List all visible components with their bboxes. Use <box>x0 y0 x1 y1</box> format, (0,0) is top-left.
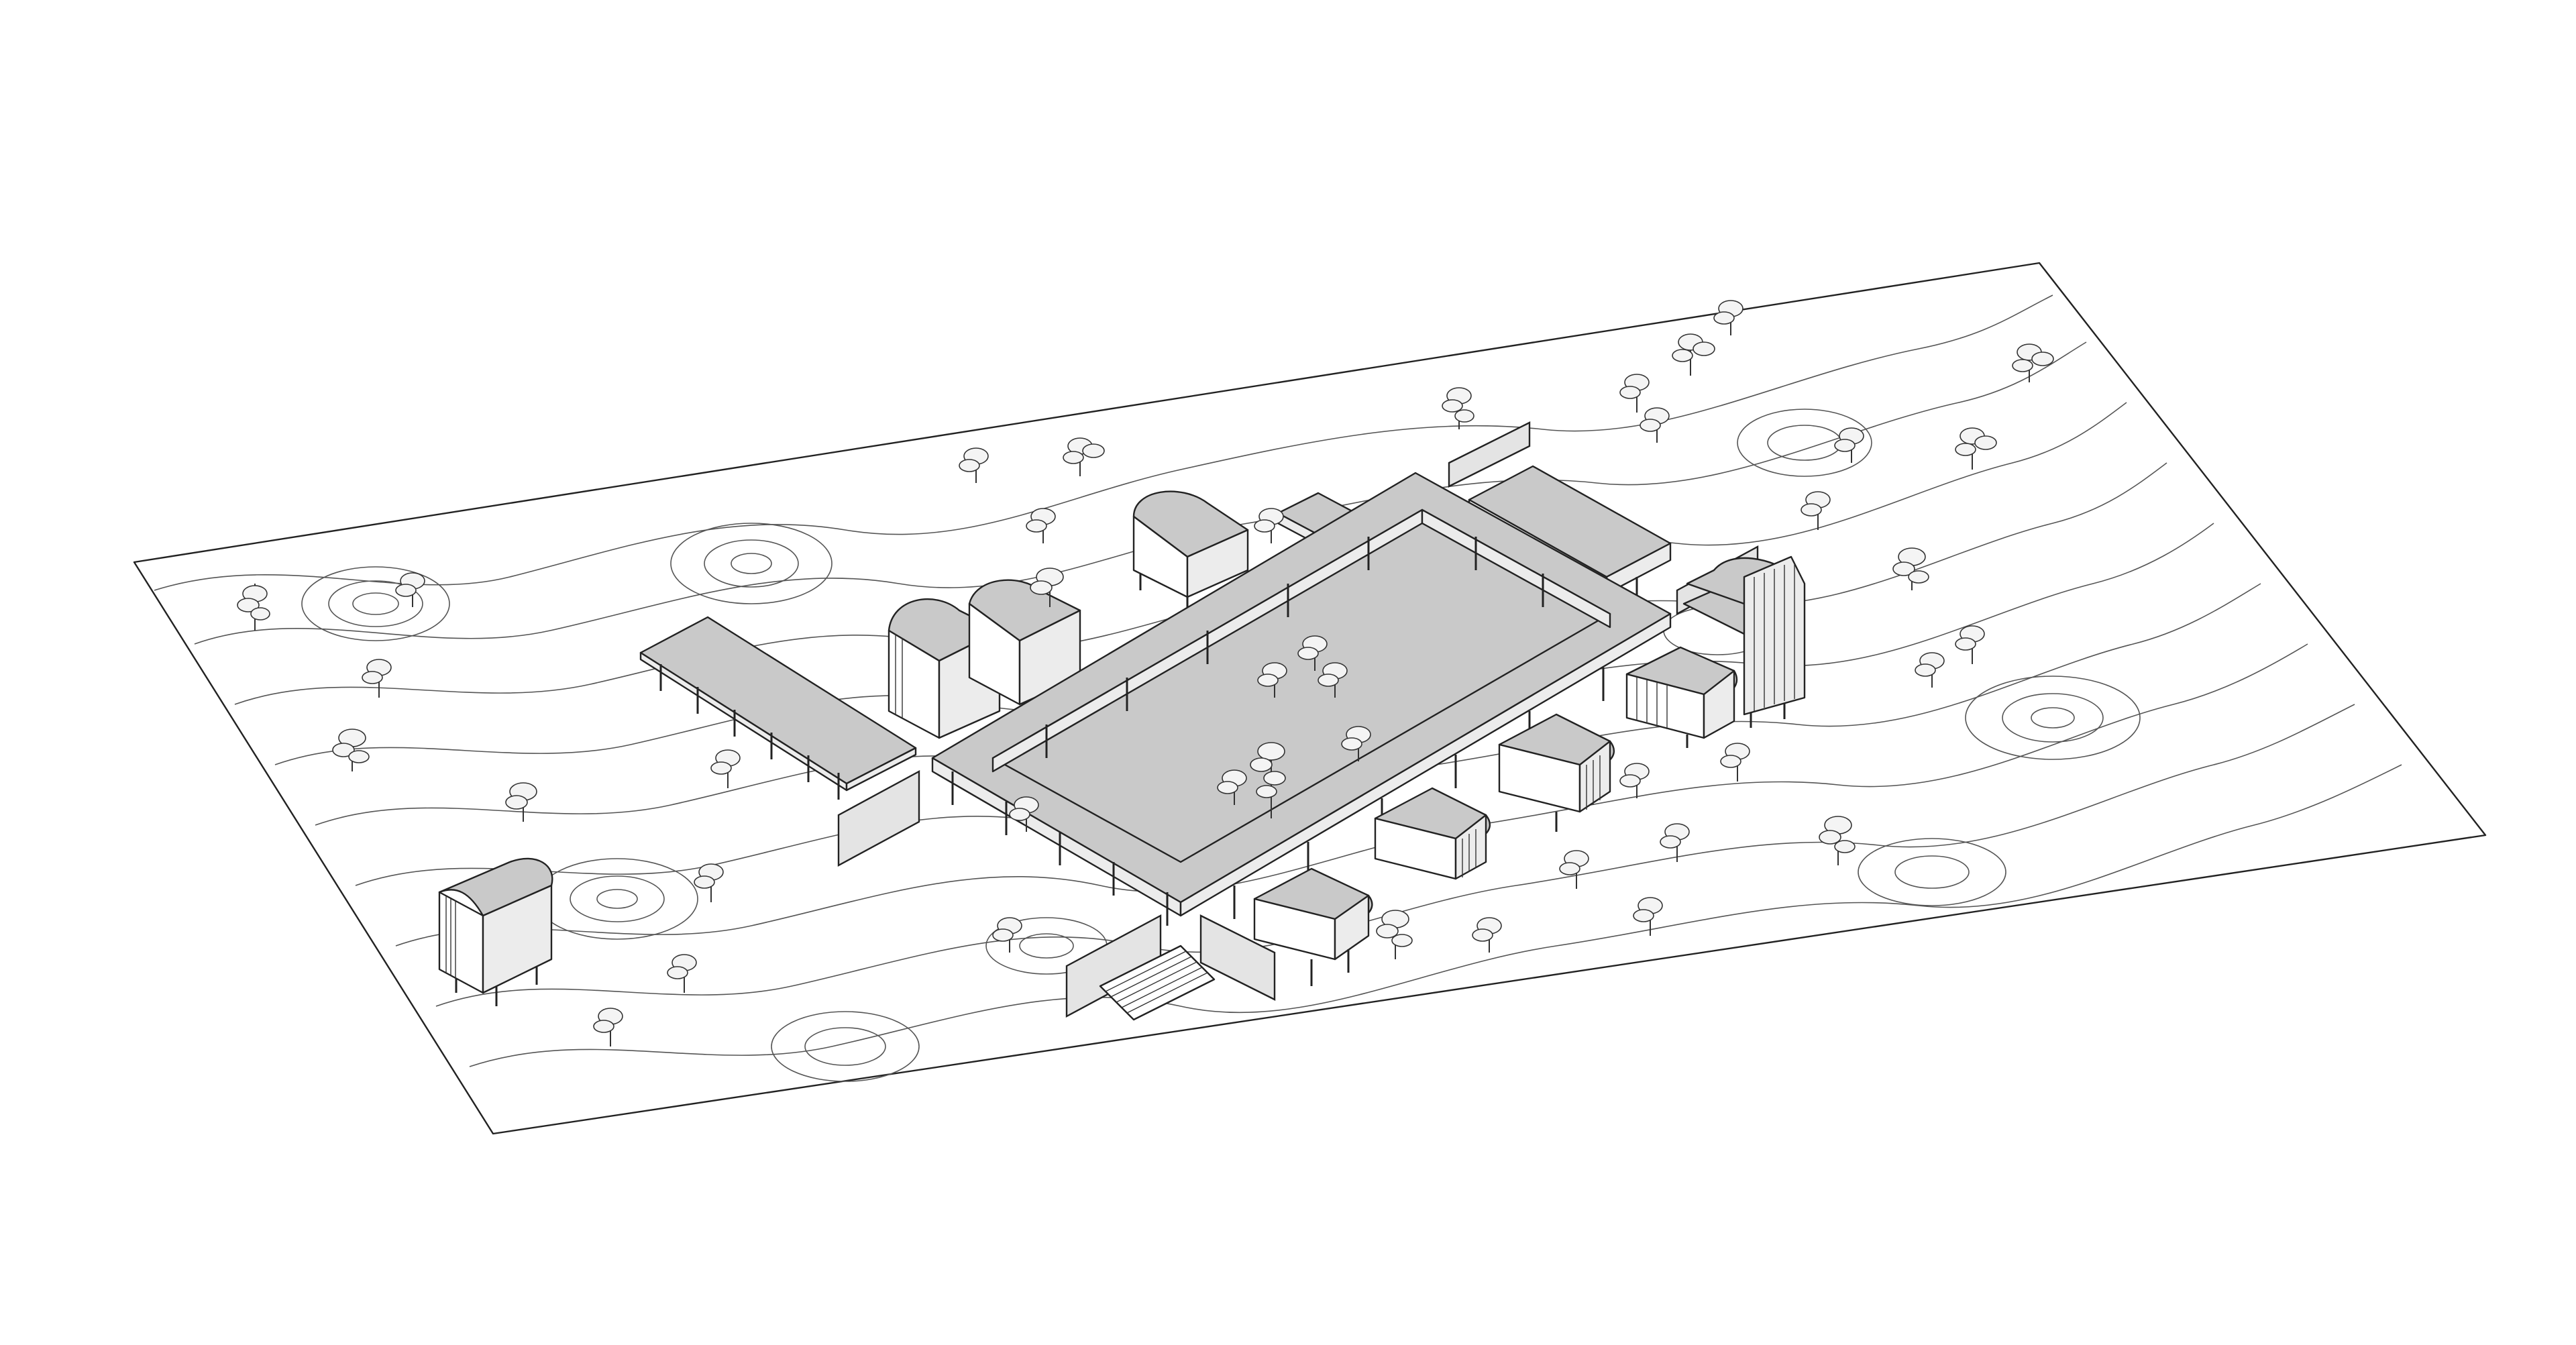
tree <box>332 729 370 771</box>
tree <box>1250 742 1286 818</box>
pavilion-volume <box>1253 867 1373 986</box>
tree <box>1801 491 1831 530</box>
tree <box>1318 662 1348 698</box>
tree <box>667 954 697 993</box>
entry-stair <box>1099 945 1216 1021</box>
elevated-walkway-loop <box>931 472 1672 926</box>
tree <box>1442 387 1474 429</box>
tree <box>1297 635 1328 671</box>
pavilion-volume <box>968 579 1081 706</box>
tree <box>395 572 425 607</box>
tree <box>1640 407 1670 443</box>
tree <box>237 584 270 631</box>
tree <box>694 863 724 902</box>
terrain-plane <box>133 262 2487 1135</box>
tree <box>1720 743 1750 782</box>
tree <box>1713 300 1743 335</box>
tree <box>1619 374 1650 413</box>
tree <box>362 659 392 698</box>
tree <box>593 1008 623 1046</box>
tree <box>1660 823 1690 862</box>
pavilion-volume <box>1132 490 1249 614</box>
tree <box>1257 662 1287 698</box>
tree <box>1376 910 1413 959</box>
tree <box>1009 796 1039 832</box>
pavilion-volume <box>1374 787 1491 880</box>
tree <box>2012 343 2054 382</box>
long-canopy-roof <box>639 616 917 800</box>
tree <box>1030 568 1064 607</box>
tree <box>1619 763 1650 798</box>
pavilion-volume <box>1682 555 1806 728</box>
tree <box>1217 769 1247 805</box>
tree <box>1472 917 1502 953</box>
pavilion-volume <box>438 857 553 1006</box>
tree <box>959 447 989 483</box>
tree <box>1892 547 1929 590</box>
tree <box>1819 816 1856 865</box>
tree <box>1026 508 1056 543</box>
tree <box>1672 333 1715 376</box>
tree <box>710 749 741 788</box>
pavilion-volume <box>888 598 1001 739</box>
trees <box>237 300 2054 1046</box>
tree <box>1063 437 1105 476</box>
tree <box>1915 652 1945 688</box>
tree <box>1559 850 1589 889</box>
pavilion-volume <box>1625 646 1738 748</box>
tree <box>1633 897 1663 936</box>
tree <box>505 782 537 822</box>
tree <box>1955 427 1997 470</box>
tree <box>992 917 1022 953</box>
pavilion-volume <box>1498 713 1615 832</box>
tree <box>1834 427 1864 463</box>
tree <box>1955 625 1985 664</box>
tree <box>1341 726 1371 761</box>
tree <box>1254 508 1284 543</box>
